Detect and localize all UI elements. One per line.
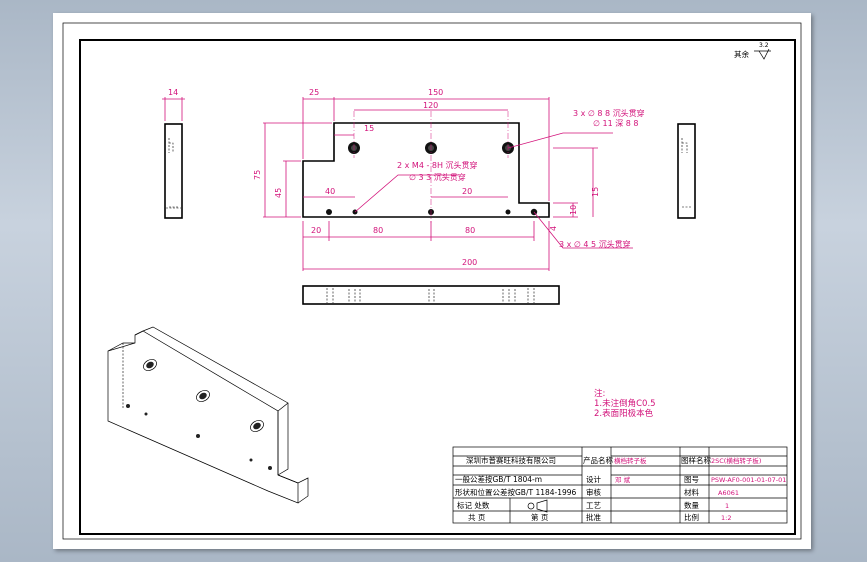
- dim-15: 15: [364, 124, 374, 133]
- scale-label: 比例: [684, 512, 699, 522]
- quantity-value: 1: [725, 502, 729, 510]
- callout-tapped-hole: 2 x M4 - 8H 沉头贯穿: [397, 160, 478, 170]
- notes: 注: 1.未注倒角C0.5 2.表面阳极本色: [594, 388, 656, 419]
- dim-45: 45: [274, 188, 283, 198]
- inner-frame: [79, 39, 796, 535]
- front-view: 25 150 120 15 75 45 40 20 15: [253, 88, 645, 271]
- title-block: 深圳市普赛旺科技有限公司 一般公差按GB/T 1804-m 形状和位置公差按GB…: [452, 446, 788, 524]
- note-1: 1.未注倒角C0.5: [594, 398, 656, 409]
- approve-label: 批准: [586, 512, 601, 522]
- dim-15-right: 15: [591, 187, 600, 197]
- callout-counterbore-depth: ∅ 11 深 8 8: [593, 119, 639, 128]
- drawing-number-value: PSW-AF0-001-01-07-01: [711, 476, 786, 484]
- company-name: 深圳市普赛旺科技有限公司: [466, 455, 556, 465]
- drawing-sheet: 其余 3.2 14: [53, 13, 811, 549]
- dim-150: 150: [428, 88, 443, 97]
- dim-4: 4: [549, 226, 558, 231]
- callout-tapped-hole-drill: ∅ 3 3 沉头贯穿: [409, 172, 466, 182]
- dim-80-left: 80: [373, 226, 383, 235]
- dim-80-right: 80: [465, 226, 475, 235]
- surface-finish-value: 3.2: [759, 42, 769, 49]
- callout-counterbore: 3 x ∅ 8 8 沉头贯穿: [573, 108, 645, 118]
- left-side-view: 14: [162, 88, 185, 219]
- surface-finish-symbol: 其余 3.2: [734, 42, 771, 60]
- dim-20-top: 20: [462, 187, 472, 196]
- isometric-view: [107, 326, 309, 504]
- dim-120: 120: [423, 101, 438, 110]
- dim-10: 10: [569, 205, 578, 215]
- dim-75: 75: [253, 170, 262, 180]
- designer-value: 邓 斌: [615, 475, 631, 484]
- drawing-name-label: 图样名称: [681, 455, 711, 465]
- bottom-view: [302, 285, 560, 305]
- dim-200: 200: [462, 258, 477, 267]
- quantity-label: 数量: [684, 500, 699, 510]
- callout-through-hole: 3 x ∅ 4 5 沉头贯穿: [559, 239, 631, 249]
- general-tolerance-std: 一般公差按GB/T 1804-m: [455, 474, 542, 484]
- sheet-number-label: 第 页: [531, 512, 549, 522]
- product-name-value: 横档转子板: [614, 456, 647, 465]
- check-label: 审核: [586, 487, 601, 497]
- dim-25: 25: [309, 88, 319, 97]
- drawing-name-value: 2SC(横档转子板): [711, 456, 761, 465]
- dim-40: 40: [325, 187, 335, 196]
- notes-title: 注:: [594, 388, 605, 399]
- projection-symbol: [527, 499, 548, 513]
- drawing-number-label: 图号: [684, 475, 699, 484]
- outer-frame: [62, 22, 802, 540]
- material-label: 材料: [684, 487, 699, 497]
- material-value: A6061: [718, 489, 739, 497]
- geometric-tolerance-std: 形状和位置公差按GB/T 1184-1996: [455, 487, 577, 497]
- process-label: 工艺: [586, 501, 601, 510]
- note-2: 2.表面阳极本色: [594, 408, 654, 419]
- dim-14: 14: [168, 88, 178, 97]
- design-label: 设计: [586, 474, 601, 484]
- dim-20-bottom: 20: [311, 226, 321, 235]
- total-pages-label: 共 页: [468, 513, 486, 522]
- drawing-canvas: 其余 3.2 14: [62, 22, 802, 540]
- surface-finish-label: 其余: [734, 49, 749, 59]
- mark-count-label: 标记 处数: [457, 500, 490, 510]
- product-name-label: 产品名称: [583, 455, 613, 465]
- scale-value: 1:2: [721, 514, 731, 522]
- right-side-view: [677, 123, 696, 219]
